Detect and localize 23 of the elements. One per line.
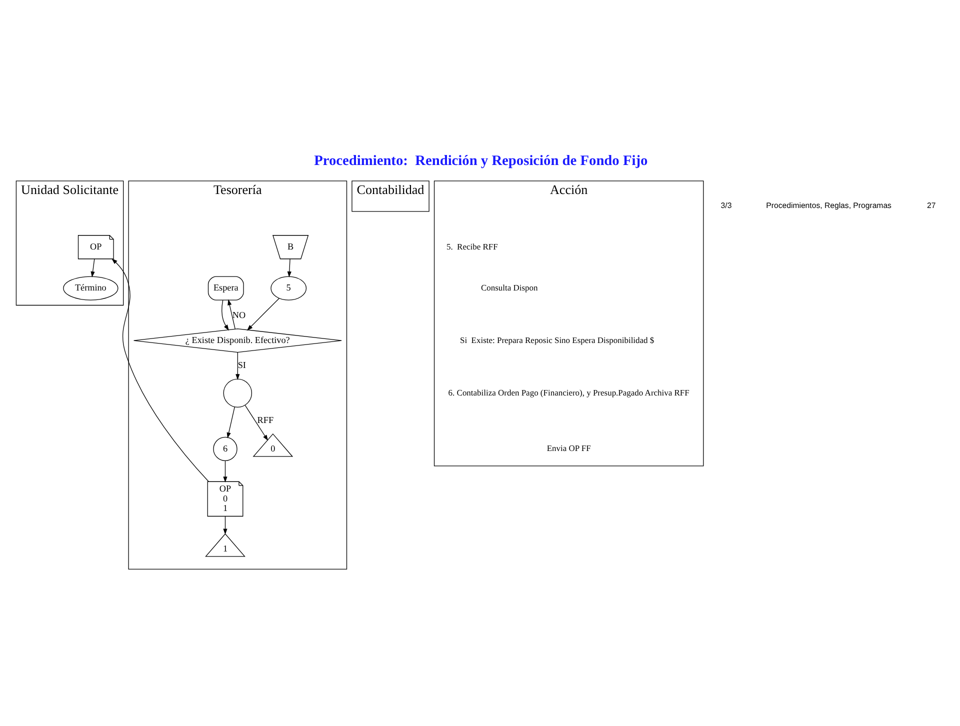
node-box: Acción 5. Recibe RFF Consulta Dispon Si Existe: Prepara Reposic Sino Espera Disponibilidad $ 6. Contabiliza Orden Pago (Financiero), y Presup.Pagado Archiva RFF Envia OP FF <box>434 180 704 466</box>
arrow <box>244 405 268 441</box>
diagram-title: Procedimiento: Rendición y Reposición de Fondo Fijo <box>314 153 648 170</box>
arrow <box>228 299 236 330</box>
arrow <box>223 460 228 483</box>
edge-label: SI <box>238 360 246 370</box>
node-diamond: ¿ Existe Disponib. Efectivo? <box>133 328 342 353</box>
arrow <box>90 258 95 278</box>
node-circle <box>223 378 252 408</box>
arrow <box>222 300 229 331</box>
node-ellipse: Término <box>63 276 118 300</box>
node-ellipse: 5 <box>270 276 307 300</box>
arrow <box>226 406 235 438</box>
arrow <box>112 258 209 482</box>
arrow <box>236 352 240 380</box>
node-box: Espera <box>208 276 244 300</box>
node-circle: 6 <box>213 436 238 462</box>
edge-label: NO <box>232 310 246 320</box>
node-box: Contabilidad <box>352 180 430 212</box>
edge-label: RFF <box>257 414 274 425</box>
arrow <box>223 516 228 535</box>
arrow <box>246 298 280 331</box>
arrow <box>287 258 292 278</box>
